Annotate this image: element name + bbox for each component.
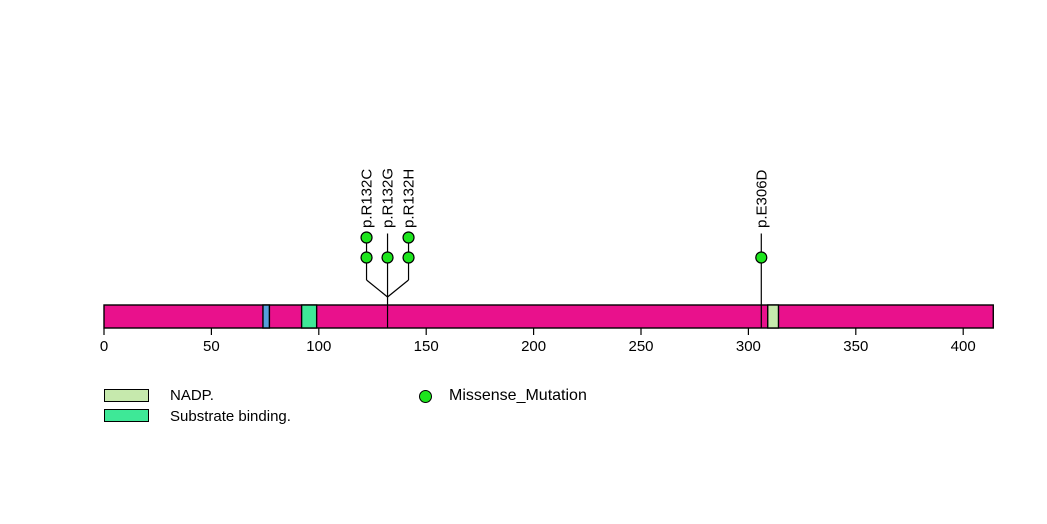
lollipop-branch — [387, 279, 409, 298]
substrate-binding-domain-swatch — [104, 409, 149, 422]
axis-tick-label: 400 — [951, 338, 976, 355]
legend-label-substrate-binding: Substrate binding. — [170, 408, 291, 425]
mutation-circle — [381, 251, 394, 264]
legend-label-nadp: NADP. — [170, 387, 214, 404]
mutation-label: p.R132G — [380, 168, 397, 228]
mutation-circle — [402, 231, 415, 244]
mutation-circle — [755, 251, 768, 264]
axis-tick-label: 100 — [306, 338, 331, 355]
axis-tick-label: 350 — [843, 338, 868, 355]
mutation-circle — [360, 251, 373, 264]
nadp-domain-swatch — [104, 389, 149, 402]
axis-tick-label: 150 — [414, 338, 439, 355]
axis-tick-label: 250 — [628, 338, 653, 355]
axis-tick-label: 200 — [521, 338, 546, 355]
axis-tick-label: 50 — [203, 338, 220, 355]
domain-segment-nadp — [767, 304, 780, 329]
lollipop-branch — [366, 279, 388, 298]
mutation-label: p.E306D — [753, 169, 770, 228]
axis-tick-label: 0 — [100, 338, 108, 355]
mutation-circle — [402, 251, 415, 264]
domain-segment-substrate-binding — [300, 304, 318, 329]
mutation-label: p.R132H — [401, 169, 418, 228]
missense-mutation-swatch-icon — [419, 390, 432, 403]
mutation-circle — [360, 231, 373, 244]
mutation-label: p.R132C — [359, 169, 376, 228]
domain-segment-unlabeled — [262, 304, 271, 329]
axis-tick-label: 300 — [736, 338, 761, 355]
legend-label-missense-mutation: Missense_Mutation — [449, 387, 587, 404]
protein-bar — [103, 304, 994, 329]
